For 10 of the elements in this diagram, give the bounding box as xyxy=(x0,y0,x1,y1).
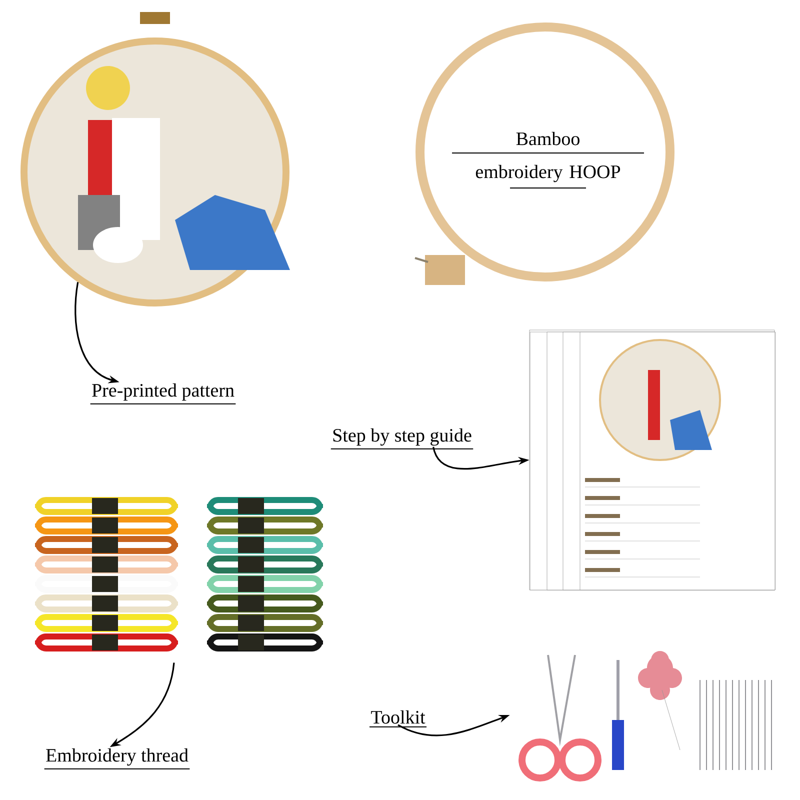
label-text: Bamboo embroidery HOOP xyxy=(476,132,620,182)
embroidery-hoop-drawing xyxy=(20,12,290,306)
guide-sheets-drawing xyxy=(529,330,776,590)
toolkit-drawing xyxy=(518,651,772,782)
caption-text: Pre-printed pattern xyxy=(92,383,234,401)
caption-text: Embroidery thread xyxy=(46,748,188,766)
wooden-hoop-drawing xyxy=(414,22,674,285)
thread-skeins-drawing xyxy=(35,497,323,652)
caption-text: Toolkit xyxy=(371,710,426,724)
caption-text: Step by step guide xyxy=(333,428,472,446)
